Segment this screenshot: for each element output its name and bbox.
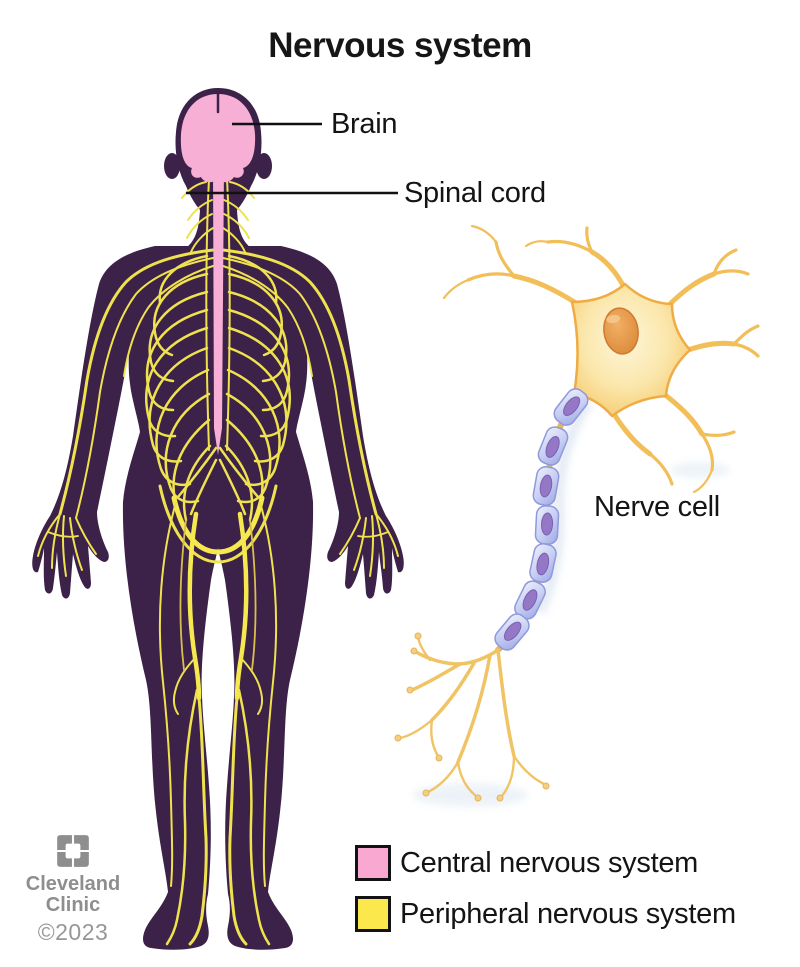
brand-name-line1: Cleveland xyxy=(25,873,121,895)
legend-item-peripheral: Peripheral nervous system xyxy=(355,896,736,932)
brain-shape xyxy=(180,90,256,183)
page-title: Nervous system xyxy=(268,26,532,65)
legend-label: Peripheral nervous system xyxy=(400,897,736,930)
legend-item-central: Central nervous system xyxy=(355,845,736,881)
central-nervous-system-swatch xyxy=(355,845,391,881)
axon-terminals xyxy=(394,632,550,802)
spinal-cord-shape xyxy=(213,166,224,455)
brand-block: Cleveland Clinic ©2023 xyxy=(24,832,122,946)
neuron-illustration xyxy=(394,224,760,807)
peripheral-nervous-system-swatch xyxy=(355,896,391,932)
nucleus xyxy=(603,307,639,355)
right-ear xyxy=(256,153,272,179)
pelvic-nerves xyxy=(158,446,278,564)
terminal-knobs xyxy=(394,632,550,802)
cleveland-clinic-logo-icon xyxy=(57,835,89,867)
spinal-cord-label: Spinal cord xyxy=(404,177,546,209)
dendrites xyxy=(442,224,760,494)
leg-nerves-right xyxy=(228,501,278,946)
brand-name-line2: Clinic xyxy=(45,894,101,916)
legend: Central nervous system Peripheral nervou… xyxy=(355,845,736,932)
axon-myelin-sheath xyxy=(494,388,589,651)
nerve-cell-label: Nerve cell xyxy=(594,491,720,523)
rib-nerves-right xyxy=(225,254,291,504)
arm-nerves-left xyxy=(37,248,215,577)
neck-nerves xyxy=(181,181,255,253)
leg-nerves-left xyxy=(158,501,208,946)
peripheral-nerves xyxy=(37,177,399,946)
rib-nerves-left xyxy=(145,254,211,504)
neuron-shadow xyxy=(412,399,730,807)
brain-label: Brain xyxy=(331,108,398,140)
legend-label: Central nervous system xyxy=(400,846,699,879)
arm-nerves-right xyxy=(221,248,399,577)
copyright-text: ©2023 xyxy=(37,919,109,945)
left-ear xyxy=(164,153,180,179)
